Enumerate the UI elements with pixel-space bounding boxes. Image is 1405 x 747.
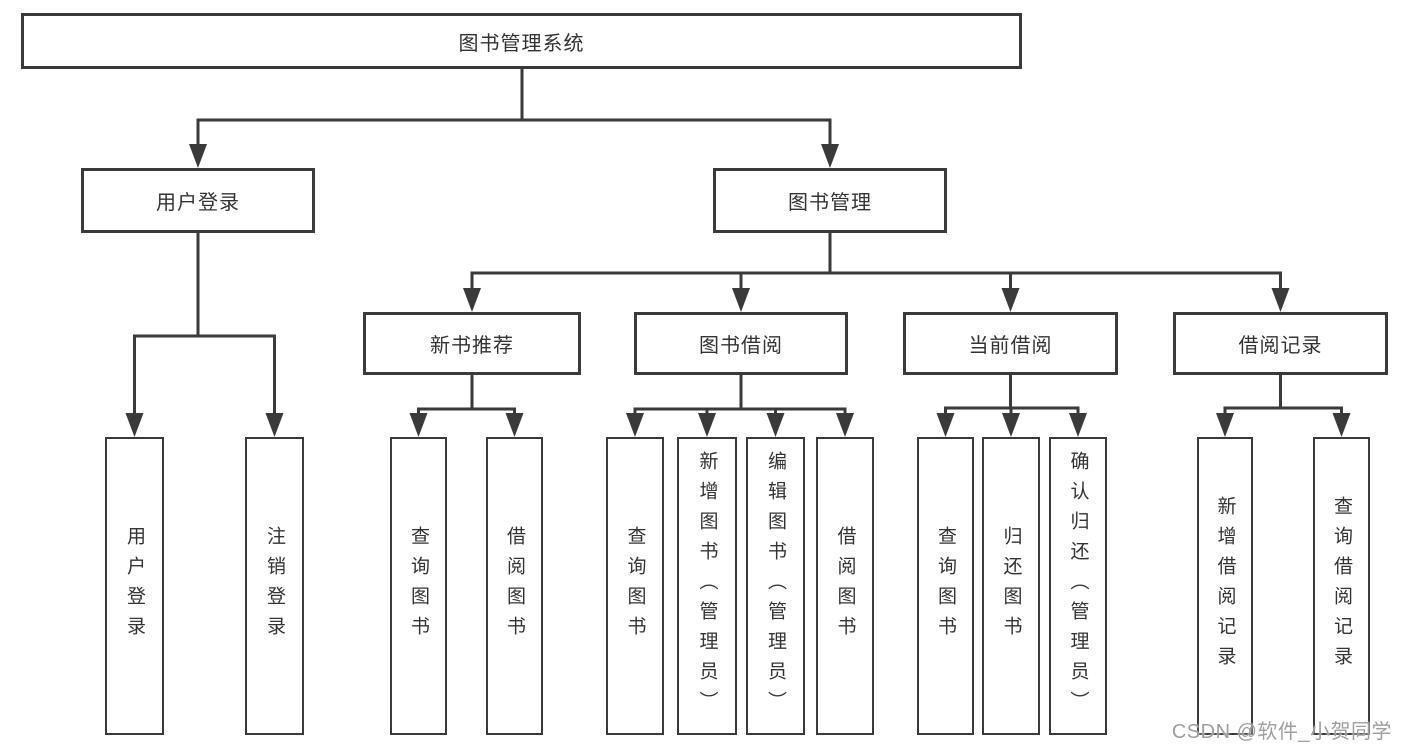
leaf-label: 用户登录: [124, 526, 145, 646]
arrow-down-icon: [505, 413, 524, 437]
leaf-edit-book-admin: 编辑图书（管理员）: [746, 437, 805, 735]
arrow-down-icon: [766, 413, 785, 437]
leaf-query-books-borrow: 查询图书: [606, 437, 664, 735]
arrow-down-icon: [626, 413, 644, 437]
connector-book-management: [463, 230, 1290, 312]
arrow-down-icon: [936, 413, 955, 437]
arrow-down-icon: [1332, 413, 1351, 437]
connector-line: [633, 373, 847, 420]
connector-line: [417, 373, 516, 420]
watermark: CSDN @软件_小贺同学: [1171, 721, 1392, 743]
leaf-label: 查询借阅记录: [1331, 496, 1352, 676]
leaf-query-books-current: 查询图书: [917, 437, 974, 735]
arrow-down-icon: [821, 144, 839, 168]
connector-current-borrow: [936, 373, 1087, 437]
node-user-login: 用户登录: [81, 168, 315, 233]
node-borrow-records: 借阅记录: [1173, 312, 1388, 375]
leaf-label: 确认归还（管理员）: [1067, 451, 1089, 721]
arrow-down-icon: [836, 413, 854, 437]
leaf-label: 新增图书（管理员）: [696, 451, 718, 721]
leaf-query-books-recommend: 查询图书: [390, 437, 447, 735]
connector-line: [196, 66, 832, 152]
arrow-down-icon: [1069, 413, 1087, 437]
leaf-add-book-admin: 新增图书（管理员）: [677, 437, 737, 735]
arrow-down-icon: [265, 413, 284, 437]
connector-line: [133, 230, 276, 420]
leaf-logout: 注销登录: [245, 437, 304, 735]
arrow-down-icon: [1216, 413, 1234, 437]
arrow-down-icon: [1001, 288, 1020, 312]
connector-user-login: [125, 230, 284, 437]
connector-root: [189, 66, 839, 168]
leaf-label: 新增借阅记录: [1214, 496, 1236, 676]
leaf-label: 编辑图书（管理员）: [765, 451, 786, 721]
connector-borrow-records: [1216, 373, 1351, 437]
leaf-user-login: 用户登录: [105, 437, 164, 735]
connector-book-borrow: [626, 373, 854, 437]
leaf-return-book: 归还图书: [982, 437, 1040, 735]
arrow-down-icon: [409, 413, 428, 437]
arrow-down-icon: [125, 413, 144, 437]
connector-line: [1223, 373, 1343, 420]
leaf-label: 注销登录: [264, 526, 285, 646]
arrow-down-icon: [189, 144, 207, 168]
leaf-query-borrow-record: 查询借阅记录: [1313, 437, 1370, 735]
node-book-borrow: 图书借阅: [634, 312, 848, 375]
leaf-borrow-books-recommend: 借阅图书: [486, 437, 543, 735]
leaf-label: 借阅图书: [834, 526, 856, 646]
leaf-confirm-return-admin: 确认归还（管理员）: [1049, 437, 1107, 735]
leaf-label: 查询图书: [624, 526, 646, 646]
leaf-label: 查询图书: [935, 526, 956, 646]
connector-line: [470, 230, 1282, 295]
leaf-label: 查询图书: [408, 526, 429, 646]
arrow-down-icon: [732, 288, 750, 312]
connector-line: [944, 373, 1080, 420]
leaf-borrow-books: 借阅图书: [816, 437, 874, 735]
arrow-down-icon: [1271, 288, 1290, 312]
node-current-borrow: 当前借阅: [903, 312, 1118, 375]
connector-new-book-recommend: [409, 373, 524, 437]
node-root: 图书管理系统: [21, 13, 1022, 69]
leaf-label: 归还图书: [1000, 526, 1022, 646]
leaf-label: 借阅图书: [504, 526, 525, 646]
arrow-down-icon: [1002, 413, 1020, 437]
arrow-down-icon: [698, 413, 716, 437]
leaf-add-borrow-record: 新增借阅记录: [1197, 437, 1253, 735]
arrow-down-icon: [463, 288, 481, 312]
node-new-book-recommend: 新书推荐: [363, 312, 581, 375]
node-book-management: 图书管理: [713, 168, 947, 233]
